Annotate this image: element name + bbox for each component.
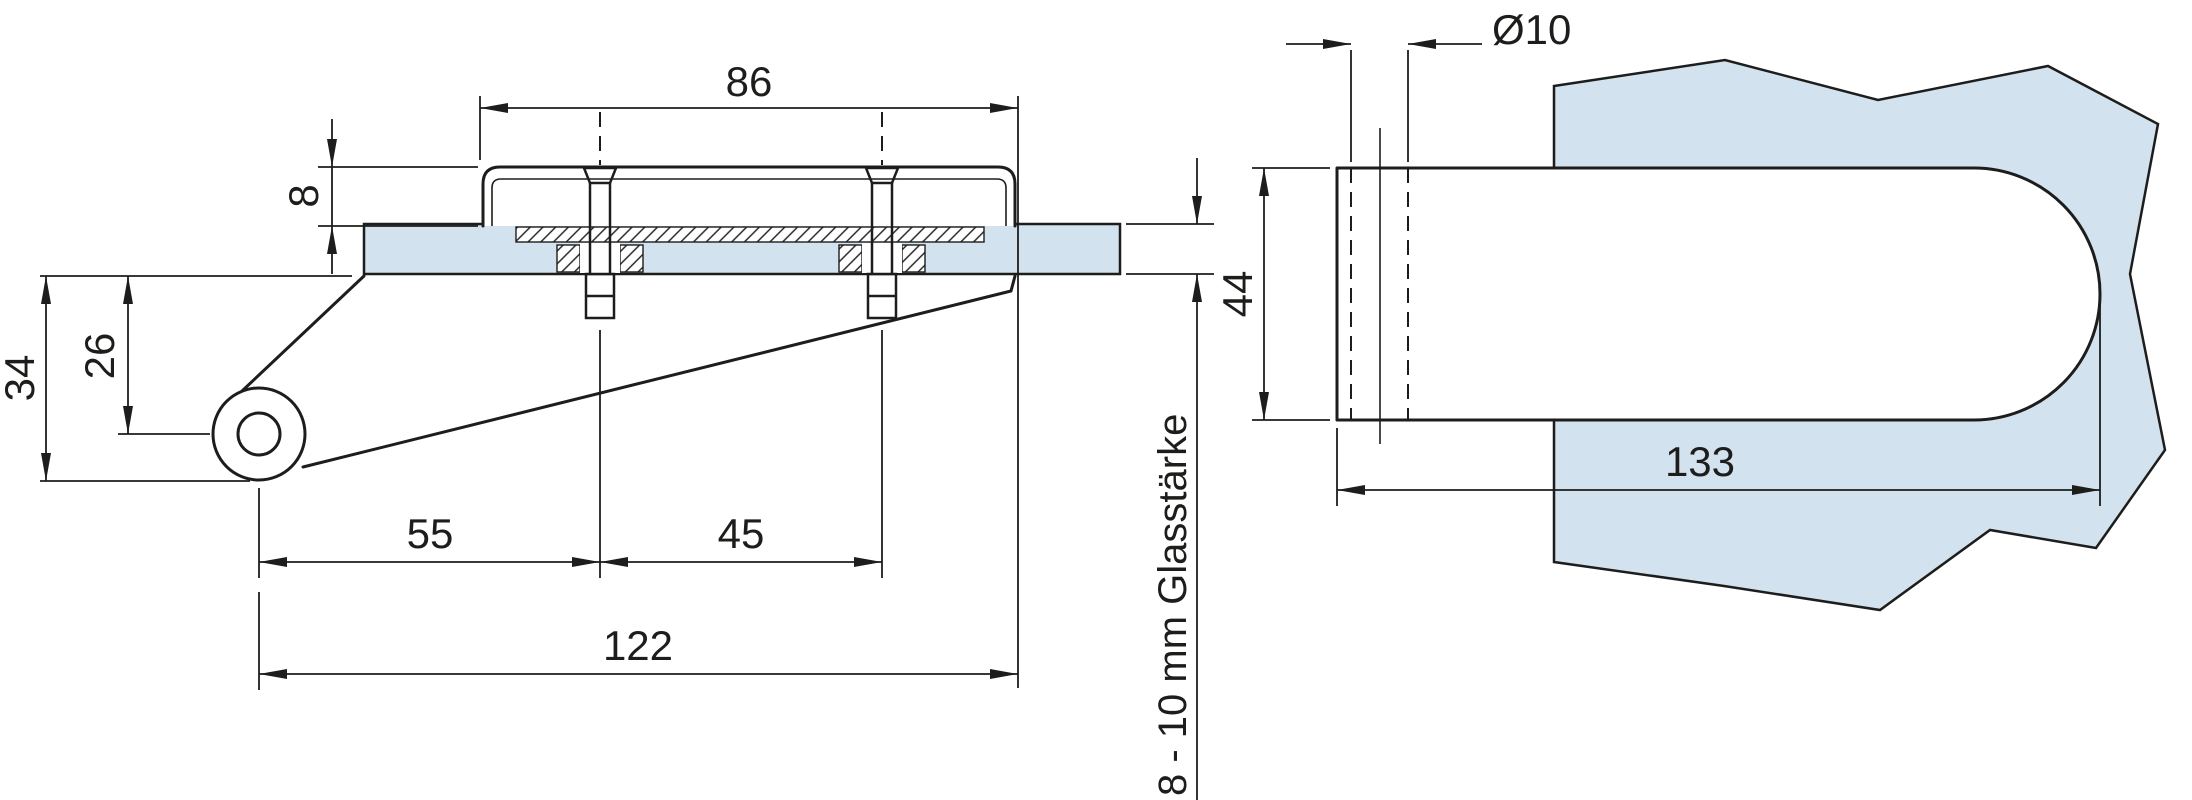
dim-label-d10: Ø10	[1492, 6, 1571, 53]
bolt-2	[864, 112, 900, 320]
dim-label-44: 44	[1214, 271, 1261, 318]
dim-label-86: 86	[726, 58, 773, 105]
pivot-inner-circle	[236, 411, 282, 457]
dim-body-44: 44	[1214, 167, 1330, 421]
dim-label-55: 55	[407, 510, 454, 557]
bolt-clearance	[862, 243, 902, 273]
dim-plate-8: 8	[280, 119, 478, 274]
dim-glass-thickness: 8 - 10 mm Glasstärke	[1126, 158, 1214, 800]
dim-hole-d10: Ø10	[1286, 6, 1571, 162]
hinge-arm-edge	[301, 274, 1017, 469]
glass-thickness-label: 8 - 10 mm Glasstärke	[1151, 414, 1195, 796]
clamp-insert-hatch	[556, 244, 581, 273]
dim-label-133: 133	[1665, 438, 1735, 485]
bolt-1	[582, 112, 618, 320]
front-view: Ø10 44 133	[1214, 6, 2167, 612]
dim-label-8: 8	[280, 184, 327, 207]
clamp-insert-hatch	[901, 244, 926, 273]
clamp-insert-hatch	[619, 244, 644, 273]
dim-label-45: 45	[718, 510, 765, 557]
hinge-arm-edge	[222, 274, 366, 410]
dim-label-122: 122	[603, 622, 673, 669]
side-view: 86 8 34 26	[0, 58, 1214, 800]
clamp-insert-hatch	[838, 244, 863, 273]
dim-height-34: 34	[0, 275, 352, 482]
dim-label-26: 26	[76, 333, 123, 380]
hinge-cover-plate-inner	[491, 178, 1007, 226]
dim-length-122: 122	[258, 592, 1018, 690]
hinge-body	[1335, 166, 2102, 422]
dim-55-45: 55 45	[258, 330, 883, 578]
dim-height-26: 26	[76, 276, 210, 435]
hinge-cover-plate	[481, 165, 1017, 228]
dim-width-86: 86	[479, 58, 1019, 688]
bolt-clearance	[580, 243, 620, 273]
dim-body-133: 133	[1336, 300, 2101, 506]
clamp-gasket-hatch	[515, 226, 985, 243]
dim-label-34: 34	[0, 355, 43, 402]
